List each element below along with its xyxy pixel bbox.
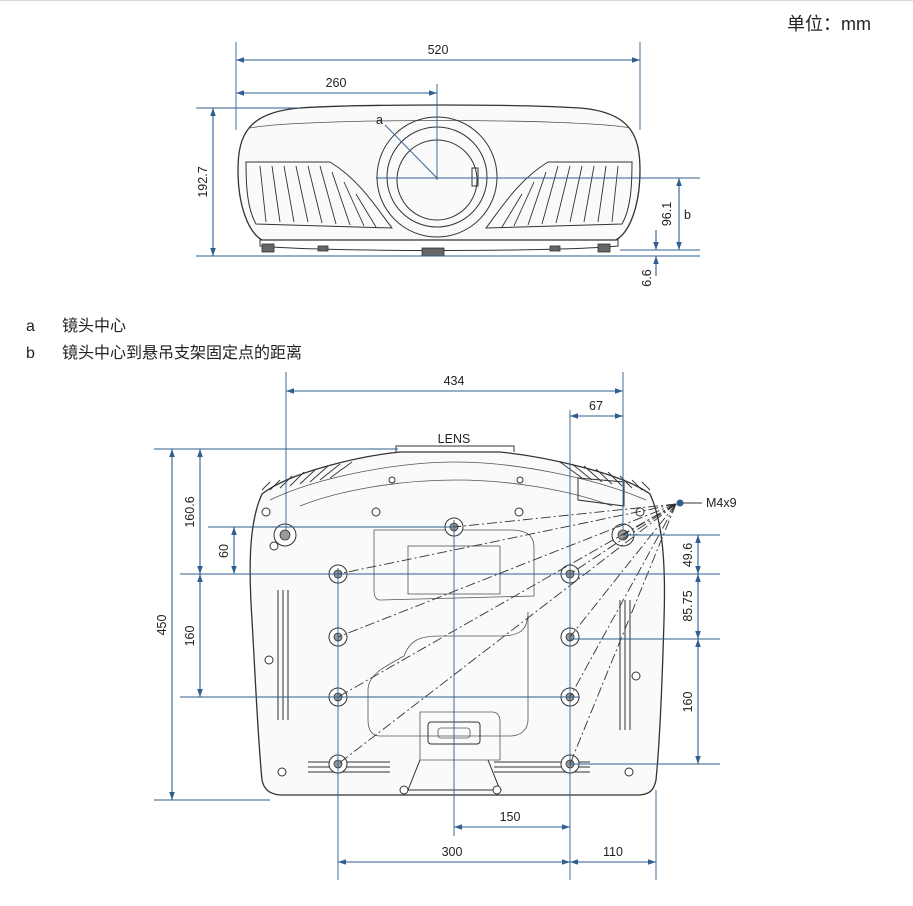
bottom-panel-top [373, 529, 535, 601]
bottom-lens-hole-offset-label: 160.6 [183, 496, 197, 527]
front-grille-right [484, 161, 633, 229]
bottom-bottom-span-label: 300 [442, 845, 463, 859]
bottom-panel-low [419, 711, 501, 761]
front-callout-a: a [376, 113, 383, 127]
front-body-outline [237, 104, 641, 241]
bottom-lens-bump [395, 445, 515, 452]
legend-text-a: 镜头中心 [62, 318, 127, 335]
front-height-label: 192.7 [196, 166, 210, 197]
front-foot-small1 [317, 245, 329, 252]
unit-label: 单位：mm [787, 14, 871, 34]
bottom-left-mid-offset-label: 160 [183, 626, 197, 647]
legend-key-a: a [26, 318, 35, 335]
front-callout-b: b [684, 208, 691, 222]
bottom-vent-rear-left [308, 761, 390, 773]
bottom-right-low-offset-label: 160 [681, 692, 695, 713]
front-width-label: 520 [428, 43, 449, 57]
front-foot-small2 [549, 245, 561, 252]
bottom-grille-left [261, 461, 353, 491]
bottom-small-screws [261, 476, 645, 795]
bottom-filter-box [577, 477, 625, 507]
bottom-top-span-label: 434 [444, 374, 465, 388]
legend-key-b: b [26, 345, 35, 362]
front-foot-right [597, 243, 611, 253]
front-grille-left [245, 161, 394, 229]
bottom-front-inner [269, 461, 647, 501]
bottom-lens-label: LENS [438, 432, 471, 446]
front-half-width-label: 260 [326, 76, 347, 90]
bottom-view: M4x9 LENS 434 67 450 160.6 60 160 [154, 372, 737, 880]
front-top-edge [249, 120, 631, 129]
bottom-screw-leaders [337, 503, 677, 765]
bottom-left-small-offset-label: 60 [217, 544, 231, 558]
bottom-screw-label: M4x9 [706, 496, 737, 510]
bottom-panel-mid [367, 611, 529, 737]
bottom-top-right-offset-label: 67 [589, 399, 603, 413]
bottom-inner-span-label: 150 [500, 810, 521, 824]
front-grille-right-slats [501, 165, 619, 228]
front-grille-left-slats [259, 165, 377, 228]
bottom-right-top-offset-label: 49.6 [681, 543, 695, 567]
front-foot-center [421, 247, 445, 257]
bottom-right-edge-offset-label: 110 [603, 845, 623, 859]
bottom-right-mid-offset-label: 85.75 [681, 590, 695, 621]
bottom-vent-left [277, 590, 289, 720]
front-view: 520 260 192.7 96.1 b 6.6 a [196, 42, 700, 287]
legend-item-a: a 镜头中心 [26, 312, 126, 336]
bottom-vent-right [619, 600, 631, 730]
legend-text-b: 镜头中心到悬吊支架固定点的距离 [62, 345, 303, 362]
top-divider [0, 0, 913, 1]
bottom-depth-label: 450 [155, 615, 169, 636]
legend-item-b: b 镜头中心到悬吊支架固定点的距离 [26, 339, 302, 363]
front-lens-height-label: 96.1 [660, 202, 674, 226]
front-foot-left [261, 243, 275, 253]
front-lens-tab [471, 167, 479, 187]
bottom-front-inner2 [299, 479, 613, 507]
bottom-body-outline [249, 451, 666, 796]
front-foot-height-label: 6.6 [640, 269, 654, 286]
